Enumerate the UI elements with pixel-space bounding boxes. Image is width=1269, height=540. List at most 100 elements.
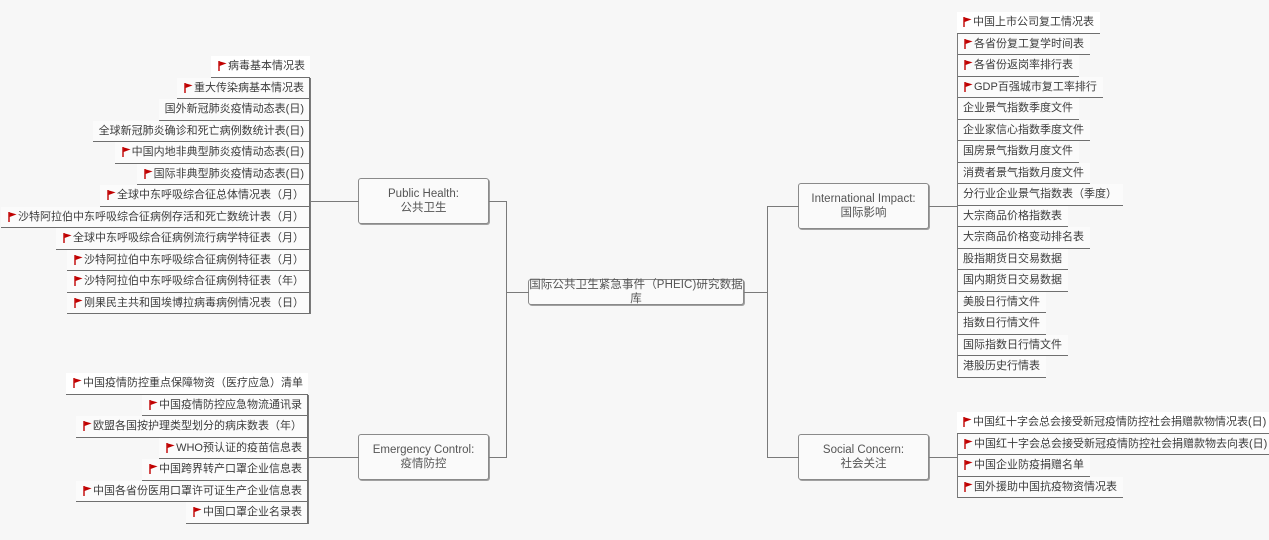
- leaf-item[interactable]: 国房景气指数月度文件: [957, 141, 1079, 163]
- branch-label-en-emergency-control: Emergency Control:: [372, 443, 475, 456]
- leaf-item[interactable]: 中国各省份医用口罩许可证生产企业信息表: [76, 480, 308, 502]
- leaf-row: 国房景气指数月度文件: [957, 141, 1257, 163]
- red-flag-icon: [149, 399, 158, 410]
- leaf-group-spine: [957, 33, 958, 378]
- leaf-item[interactable]: 刚果民主共和国埃博拉病毒病例情况表（日）: [67, 292, 310, 314]
- leaf-row: 指数日行情文件: [957, 313, 1257, 335]
- leaf-item-label: 指数日行情文件: [963, 317, 1040, 330]
- leaf-row: 中国红十字会总会接受新冠疫情防控社会捐赠款物情况表(日): [957, 412, 1269, 434]
- leaf-item[interactable]: WHO预认证的疫苗信息表: [159, 437, 308, 459]
- red-flag-icon: [149, 464, 158, 474]
- leaf-item-label: 国外新冠肺炎疫情动态表(日): [164, 103, 304, 116]
- leaf-row: 病毒基本情况表: [10, 56, 310, 78]
- leaf-item[interactable]: 中国企业防疫捐赠名单: [957, 455, 1090, 477]
- leaf-item-label: 病毒基本情况表: [228, 60, 305, 73]
- leaf-item[interactable]: 各省份返岗率排行表: [957, 55, 1079, 77]
- connector-left-to-ph: [489, 201, 507, 202]
- connector-left-trunk: [506, 201, 507, 457]
- leaf-item[interactable]: 中国内地非典型肺炎疫情动态表(日): [114, 142, 310, 164]
- leaf-row: 港股历史行情表: [957, 356, 1257, 378]
- leaf-item[interactable]: 国内期货日交易数据: [957, 270, 1068, 292]
- leaf-item[interactable]: 指数日行情文件: [957, 313, 1046, 335]
- leaf-item[interactable]: 国外援助中国抗疫物资情况表: [957, 476, 1123, 498]
- leaf-item[interactable]: 消费者景气指数月度文件: [957, 162, 1090, 184]
- leaf-item-label: 中国内地非典型肺炎疫情动态表(日): [131, 146, 304, 159]
- leaf-group-spine: [957, 433, 958, 498]
- leaf-row: 大宗商品价格变动排名表: [957, 227, 1257, 249]
- leaf-item[interactable]: 中国红十字会总会接受新冠疫情防控社会捐赠款物去向表(日): [957, 433, 1269, 455]
- red-flag-icon: [964, 438, 973, 449]
- leaf-item[interactable]: 中国疫情防控应急物流通讯录: [142, 394, 308, 416]
- branch-node-social-concern[interactable]: Social Concern: 社会关注: [798, 434, 929, 480]
- leaf-item[interactable]: 企业家信心指数季度文件: [957, 119, 1090, 141]
- leaf-item[interactable]: 全球新冠肺炎确诊和死亡病例数统计表(日): [92, 120, 310, 142]
- leaf-item[interactable]: 病毒基本情况表: [211, 56, 310, 78]
- red-flag-icon: [963, 17, 972, 27]
- branch-label-zh-international-impact: 国际影响: [840, 207, 887, 219]
- leaf-item-label: WHO预认证的疫苗信息表: [176, 441, 302, 454]
- leaf-item-label: 中国口罩企业名录表: [203, 506, 302, 519]
- red-flag-icon: [107, 190, 116, 200]
- leaf-item[interactable]: 欧盟各国按护理类型划分的病床数表（年）: [76, 416, 308, 438]
- red-flag-icon: [166, 442, 175, 453]
- leaf-row: 国际指数日行情文件: [957, 334, 1257, 356]
- leaf-item[interactable]: 中国口罩企业名录表: [186, 502, 308, 524]
- leaf-row: 中国企业防疫捐赠名单: [957, 455, 1257, 477]
- leaf-group-spine: [308, 394, 309, 524]
- leaf-item[interactable]: 全球中东呼吸综合征病例流行病学特征表（月）: [56, 228, 310, 250]
- leaf-item[interactable]: 沙特阿拉伯中东呼吸综合征病例特征表（月）: [67, 249, 310, 271]
- leaf-item[interactable]: 国外新冠肺炎疫情动态表(日): [158, 99, 310, 121]
- leaf-item[interactable]: 中国上市公司复工情况表: [957, 12, 1100, 34]
- leaf-item[interactable]: 中国红十字会总会接受新冠疫情防控社会捐赠款物情况表(日): [957, 412, 1269, 434]
- connector-left-to-ec: [489, 457, 507, 458]
- leaf-item[interactable]: GDP百强城市复工率排行: [957, 76, 1103, 98]
- leaf-row: 中国红十字会总会接受新冠疫情防控社会捐赠款物去向表(日): [957, 433, 1269, 455]
- leaf-item[interactable]: 美股日行情文件: [957, 291, 1046, 313]
- leaf-item[interactable]: 重大传染病基本情况表: [177, 77, 310, 99]
- leaf-row: 大宗商品价格指数表: [957, 205, 1257, 227]
- leaf-item[interactable]: 全球中东呼吸综合征总体情况表（月）: [100, 185, 310, 207]
- leaf-row: 国外新冠肺炎疫情动态表(日): [10, 99, 310, 121]
- connector-root-left-stub: [506, 292, 529, 293]
- leaf-item-label: 国内期货日交易数据: [963, 274, 1062, 287]
- leaf-item[interactable]: 沙特阿拉伯中东呼吸综合征病例特征表（年）: [67, 271, 310, 293]
- red-flag-icon: [74, 276, 83, 286]
- leaf-item[interactable]: 大宗商品价格变动排名表: [957, 227, 1090, 249]
- leaf-item-label: 美股日行情文件: [963, 295, 1040, 308]
- leaf-item[interactable]: 国际非典型肺炎疫情动态表(日): [136, 163, 310, 185]
- leaf-item[interactable]: 股指期货日交易数据: [957, 248, 1068, 270]
- leaf-item[interactable]: 各省份复工复学时间表: [957, 33, 1090, 55]
- leaf-item[interactable]: 分行业企业景气指数表（季度）: [957, 184, 1123, 206]
- leaf-item[interactable]: 港股历史行情表: [957, 356, 1046, 378]
- leaf-item-label: 大宗商品价格变动排名表: [963, 231, 1084, 244]
- leaf-item[interactable]: 国际指数日行情文件: [957, 334, 1068, 356]
- leaf-row: 股指期货日交易数据: [957, 248, 1257, 270]
- red-flag-icon: [193, 507, 202, 517]
- leaf-item[interactable]: 中国疫情防控重点保障物资（医疗应急）清单: [66, 373, 308, 395]
- leaf-item[interactable]: 企业景气指数季度文件: [957, 98, 1079, 120]
- red-flag-icon: [964, 81, 973, 92]
- leaf-item-label: 中国疫情防控重点保障物资（医疗应急）清单: [83, 377, 303, 390]
- root-node[interactable]: 国际公共卫生紧急事件（PHEIC)研究数据库: [528, 279, 744, 305]
- leaf-item[interactable]: 沙特阿拉伯中东呼吸综合征病例存活和死亡数统计表（月）: [1, 206, 310, 228]
- branch-node-emergency-control[interactable]: Emergency Control: 疫情防控: [358, 434, 489, 480]
- leaf-item-label: 中国各省份医用口罩许可证生产企业信息表: [93, 484, 302, 497]
- leaf-item-label: 全球新冠肺炎确诊和死亡病例数统计表(日): [98, 124, 304, 137]
- leaf-item-label: 中国红十字会总会接受新冠疫情防控社会捐赠款物去向表(日): [974, 437, 1268, 450]
- leaf-row: 中国口罩企业名录表: [10, 502, 308, 524]
- red-flag-icon: [83, 485, 92, 496]
- red-flag-icon: [73, 378, 82, 388]
- branch-node-public-health[interactable]: Public Health: 公共卫生: [358, 178, 489, 224]
- leaf-item-label: 重大传染病基本情况表: [194, 81, 304, 94]
- leaf-row: 中国上市公司复工情况表: [957, 12, 1257, 34]
- leaf-group-spine: [310, 77, 311, 314]
- leaf-item[interactable]: 中国跨界转产口罩企业信息表: [142, 459, 308, 481]
- connector-ph-stub: [310, 201, 359, 202]
- root-node-label: 国际公共卫生紧急事件（PHEIC)研究数据库: [529, 278, 743, 305]
- leaf-item[interactable]: 大宗商品价格指数表: [957, 205, 1068, 227]
- leaf-row: 沙特阿拉伯中东呼吸综合征病例特征表（月）: [10, 249, 310, 271]
- branch-node-international-impact[interactable]: International Impact: 国际影响: [798, 183, 929, 229]
- leaf-item-label: 国际指数日行情文件: [963, 338, 1062, 351]
- connector-right-to-sc: [767, 457, 799, 458]
- leaf-row: WHO预认证的疫苗信息表: [10, 437, 308, 459]
